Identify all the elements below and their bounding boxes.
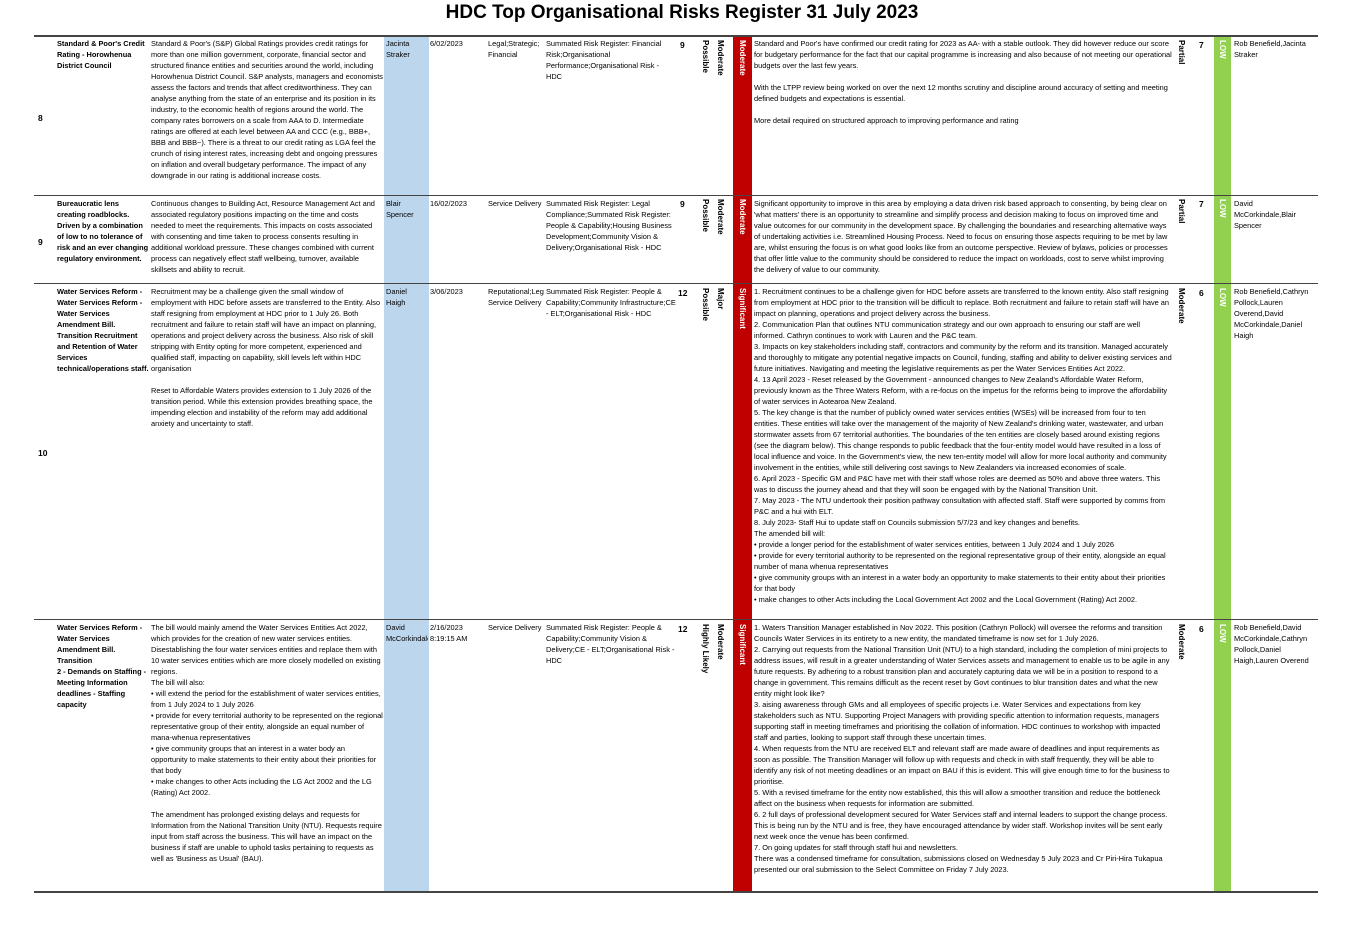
rating-label: Moderate [738,40,747,76]
risk-owner: Blair Spencer [386,199,414,219]
rating-label: Significant [738,624,747,665]
risk-register: Summated Risk Register: Financial Risk;O… [546,39,662,81]
likelihood-label: Possible [701,288,710,321]
risk-score: 12 [678,624,688,634]
owner-column-fill [384,37,429,195]
risk-title: Water Services Reform - Water Services A… [57,623,147,709]
responsible-officers: Rob Benefield,Jacinta Straker [1234,39,1306,59]
risk-score: 12 [678,288,688,298]
risk-register: Summated Risk Register: People & Capabil… [546,623,675,665]
owner-column-fill [384,284,429,619]
residual-column-fill [1214,37,1231,195]
control-effectiveness: Partial [1177,40,1186,65]
residual-column-fill [1214,620,1231,891]
risk-description: Standard & Poor's (S&P) Global Ratings p… [151,39,383,180]
responsible-officers: Rob Benefield,David McCorkindale,Cathryn… [1234,623,1309,665]
risk-score: 9 [680,40,685,50]
risk-owner: Jacinta Straker [386,39,410,59]
risk-date: 6/02/2023 [430,39,463,48]
risk-score: 9 [680,199,685,209]
risk-date: 2/16/2023 8:19:15 AM [430,623,468,643]
risk-category: Legal;Strategic; Financial [488,39,540,59]
owner-column-fill [384,620,429,891]
risk-owner: David McCorkindale [386,623,428,643]
risk-id: 9 [38,237,43,247]
residual-column-fill [1214,284,1231,619]
risk-comments: 1. Waters Transition Manager established… [754,623,1170,874]
control-effectiveness: Moderate [1177,624,1186,660]
risk-description: Continuous changes to Building Act, Reso… [151,199,375,274]
risk-register: Summated Risk Register: People & Capabil… [546,287,676,318]
residual-score: 7 [1199,199,1204,209]
likelihood-label: Highly Likely [701,624,710,674]
rating-label: Significant [738,288,747,329]
consequence-label: Moderate [716,199,725,235]
risk-description: The bill would mainly amend the Water Se… [151,623,383,863]
table-bottom-border [34,891,1318,893]
risk-owner: Daniel Haigh [386,287,407,307]
residual-column-fill [1214,196,1231,283]
rating-column-fill [733,37,752,195]
residual-rating: LOW [1218,288,1227,307]
page-title: HDC Top Organisational Risks Register 31… [445,2,919,23]
responsible-officers: Rob Benefield,Cathryn Pollock,Lauren Ove… [1234,287,1309,340]
risk-id: 10 [38,448,48,458]
risk-category: Reputational;Legal; Service Delivery [488,287,544,307]
likelihood-label: Possible [701,199,710,232]
risk-title: Bureaucratic lens creating roadblocks. D… [57,199,149,263]
residual-score: 7 [1199,40,1204,50]
control-effectiveness: Partial [1177,199,1186,224]
risk-category: Service Delivery [488,199,542,208]
residual-rating: LOW [1218,40,1227,59]
rating-column-fill [733,620,752,891]
residual-score: 6 [1199,288,1204,298]
row-separator [34,195,1318,196]
risk-comments: Standard and Poor's have confirmed our c… [754,39,1172,125]
rating-column-fill [733,196,752,283]
risk-comments: Significant opportunity to improve in th… [754,199,1168,274]
risk-category: Service Delivery [488,623,542,632]
consequence-label: Moderate [716,624,725,660]
rating-column-fill [733,284,752,619]
risk-register: Summated Risk Register: Legal Compliance… [546,199,672,252]
residual-rating: LOW [1218,624,1227,643]
likelihood-label: Possible [701,40,710,73]
risk-date: 16/02/2023 [430,199,467,208]
row-separator [34,619,1318,620]
row-separator [34,283,1318,284]
risk-comments: 1. Recruitment continues to be a challen… [754,287,1172,604]
consequence-label: Major [716,288,725,310]
responsible-officers: David McCorkindale,Blair Spencer [1234,199,1297,230]
risk-title: Water Services Reform - Water Services R… [57,287,149,373]
owner-column-fill [384,196,429,283]
risk-description: Recruitment may be a challenge given the… [151,287,381,428]
control-effectiveness: Moderate [1177,288,1186,324]
residual-score: 6 [1199,624,1204,634]
consequence-label: Moderate [716,40,725,76]
risk-title: Standard & Poor's Credit Rating - Horowh… [57,39,145,70]
risk-date: 3/06/2023 [430,287,463,296]
table-top-border [34,35,1318,37]
rating-label: Moderate [738,199,747,235]
risk-id: 8 [38,113,43,123]
residual-rating: LOW [1218,199,1227,218]
